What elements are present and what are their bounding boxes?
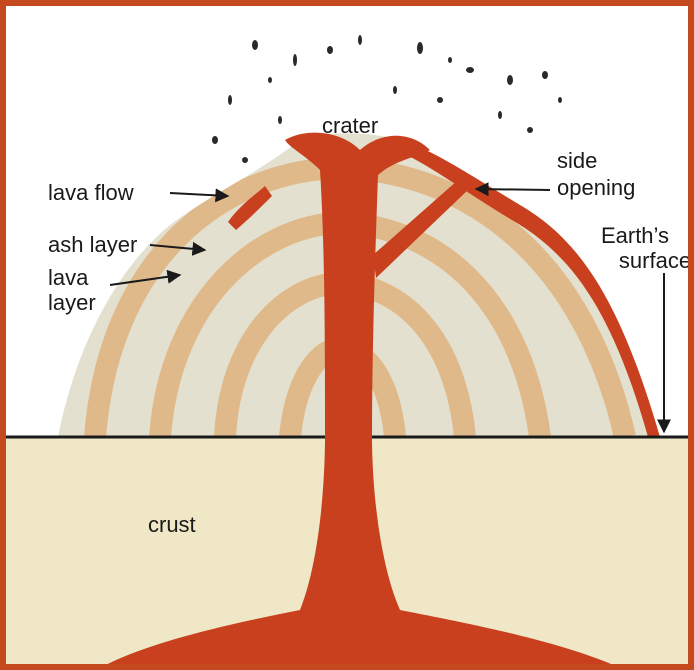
label-crust: crust bbox=[148, 512, 196, 537]
label-ash-layer: ash layer bbox=[48, 232, 137, 257]
label-lava-layer-2: layer bbox=[48, 290, 96, 315]
label-lava-flow: lava flow bbox=[48, 180, 134, 205]
label-side-opening-2: opening bbox=[557, 175, 635, 200]
label-lava-layer-1: lava bbox=[48, 265, 89, 290]
label-earth-surface-2: surface bbox=[619, 248, 691, 273]
label-side-opening-1: side bbox=[557, 148, 597, 173]
label-earth-surface-1: Earth’s bbox=[601, 223, 669, 248]
label-crater: crater bbox=[322, 113, 378, 138]
leader-side-opening bbox=[476, 189, 550, 190]
